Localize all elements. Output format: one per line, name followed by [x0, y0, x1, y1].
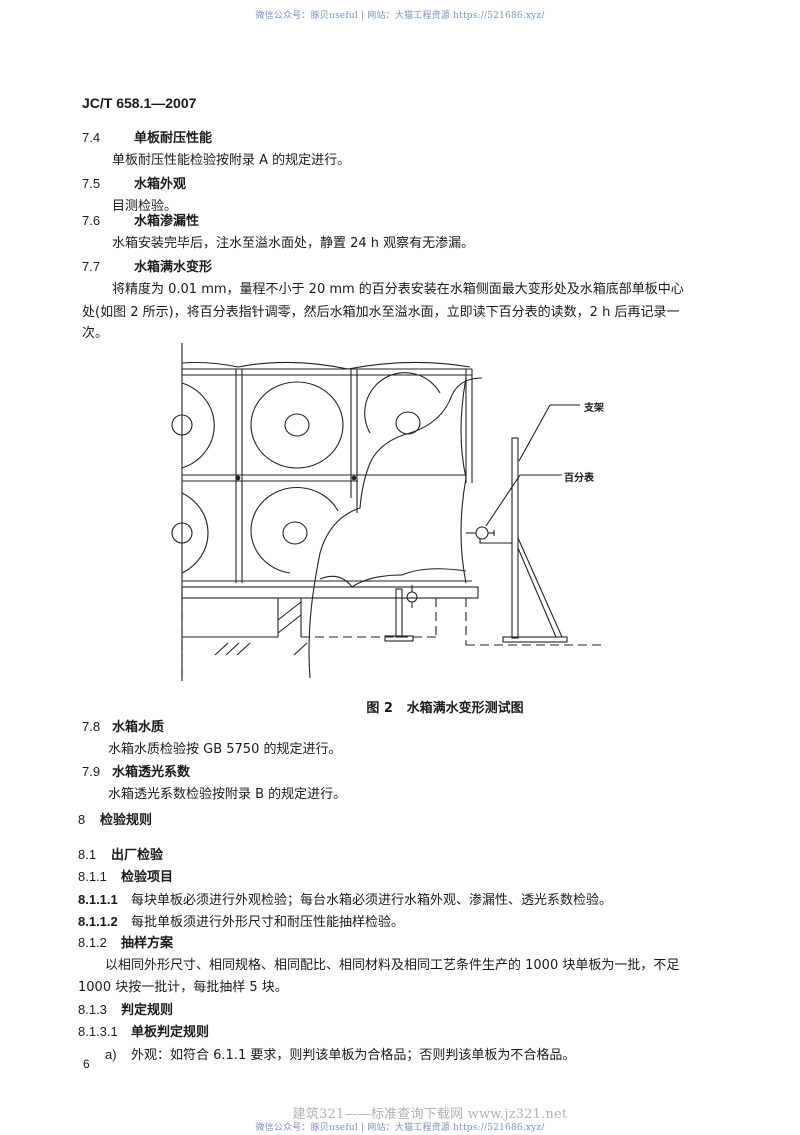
watermark-top: 微信公众号：豚贝useful | 网站：大猫工程资源 https://52168… [255, 11, 545, 21]
watermark-bottom: 微信公众号：豚贝useful | 网站：大猫工程资源 https://52168… [255, 1123, 545, 1133]
section-body-7-7-line2: 处(如图 2 所示)，将百分表指针调零，然后水箱加水至溢水面，立即读下百分表的读… [82, 305, 680, 320]
label-bracket: 支架 [584, 403, 604, 414]
section-body-7-5: 目测检验。 [112, 199, 178, 214]
section-body-8-1-2-line2: 1000 块按一批计，每批抽样 5 块。 [78, 980, 288, 995]
list-item-a: a)外观：如符合 6.1.1 要求，则判该单板为合格品；否则判该单板为不合格品。 [105, 1047, 576, 1063]
section-body-8-1-2-line1: 以相同外形尺寸、相同规格、相同配比、相同材料及相同工艺条件生产的 1000 块单… [105, 958, 680, 973]
figure-caption: 图 2 水箱满水变形测试图 [366, 701, 524, 716]
standard-code: JC/T 658.1—2007 [82, 95, 197, 111]
section-body-7-4: 单板耐压性能检验按附录 A 的规定进行。 [112, 153, 351, 168]
section-body-7-9: 水箱透光系数检验按附录 B 的规定进行。 [108, 787, 347, 802]
section-body-7-7-line3: 次。 [82, 326, 109, 341]
section-body-7-7-line1: 将精度为 0.01 mm，量程不小于 20 mm 的百分表安装在水箱侧面最大变形… [112, 282, 684, 297]
section-body-7-6: 水箱安装完毕后，注水至溢水面处，静置 24 h 观察有无渗漏。 [112, 236, 475, 251]
watermark-bottom-faint: 建筑321——标准查询下载网 www.jz321.net [292, 1107, 568, 1122]
label-dial-gauge: 百分表 [564, 473, 594, 484]
page-number: 6 [83, 1057, 90, 1071]
figure-water-tank-deformation-test: 支架 百分表 [170, 333, 630, 683]
section-body-7-8: 水箱水质检验按 GB 5750 的规定进行。 [108, 742, 342, 757]
